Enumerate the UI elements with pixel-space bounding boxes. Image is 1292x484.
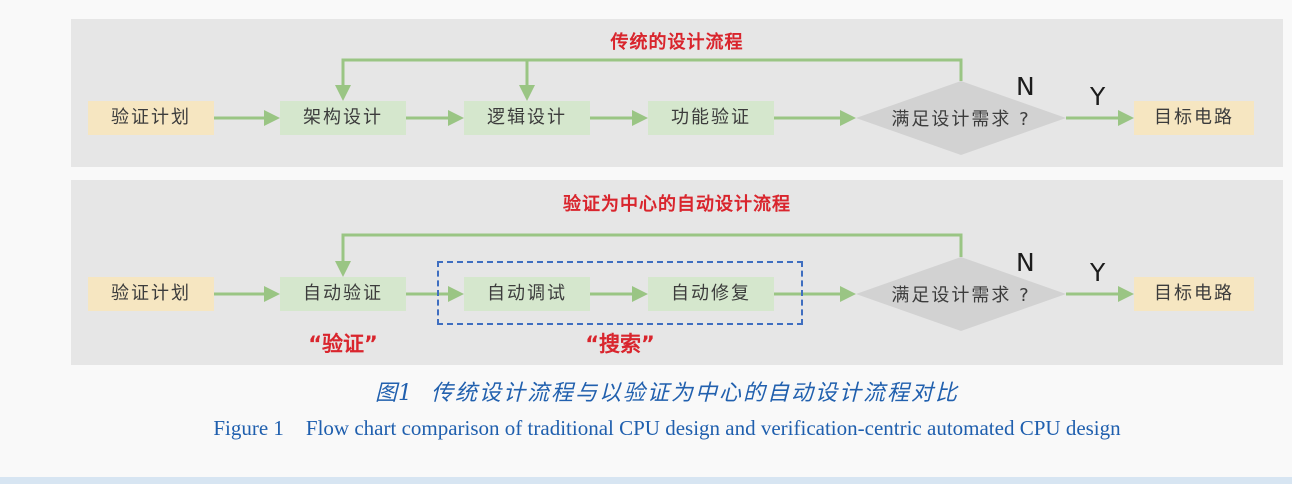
node-auto-repair: 自动修复 xyxy=(648,277,774,311)
caption-chinese-number: 图1 xyxy=(374,381,413,406)
node-auto-debug: 自动调试 xyxy=(464,277,590,311)
caption-chinese: 图1 传统设计流程与以验证为中心的自动设计流程对比 xyxy=(0,375,1292,407)
automated-flow-panel xyxy=(71,180,1283,365)
node-verification-plan-bottom: 验证计划 xyxy=(88,277,214,311)
node-auto-verification: 自动验证 xyxy=(280,277,406,311)
caption-english: Figure 1 Flow chart comparison of traditi… xyxy=(0,416,1292,441)
annotation-verification: “验证” xyxy=(308,332,378,356)
page-bottom-strip xyxy=(0,477,1292,484)
branch-yes-bottom: Y xyxy=(1090,258,1106,287)
decision-label-top: 满足设计需求 ? xyxy=(891,109,1031,130)
node-functional-verification: 功能验证 xyxy=(648,101,774,135)
node-architecture-design: 架构设计 xyxy=(280,101,406,135)
node-verification-plan-top: 验证计划 xyxy=(88,101,214,135)
decision-label-bottom: 满足设计需求 ? xyxy=(891,285,1031,306)
decision-diamond-top xyxy=(856,81,1066,155)
branch-yes-top: Y xyxy=(1090,82,1106,111)
node-target-circuit-top: 目标电路 xyxy=(1134,101,1254,135)
node-logic-design: 逻辑设计 xyxy=(464,101,590,135)
node-target-circuit-bottom: 目标电路 xyxy=(1134,277,1254,311)
arrowheads xyxy=(264,85,1134,302)
caption-english-number: Figure 1 xyxy=(213,416,284,440)
traditional-flow-title: 传统的设计流程 xyxy=(610,32,744,53)
search-group-dashed-box xyxy=(437,261,803,325)
caption-english-text: Flow chart comparison of traditional CPU… xyxy=(305,416,1121,440)
traditional-flow-panel xyxy=(71,19,1283,167)
automated-flow-title: 验证为中心的自动设计流程 xyxy=(563,194,791,215)
branch-no-bottom: N xyxy=(1016,248,1035,277)
decision-diamond-bottom xyxy=(856,257,1066,331)
annotation-search: “搜索” xyxy=(585,332,655,356)
caption-chinese-text: 传统设计流程与以验证为中心的自动设计流程对比 xyxy=(430,381,959,406)
branch-no-top: N xyxy=(1016,72,1035,101)
